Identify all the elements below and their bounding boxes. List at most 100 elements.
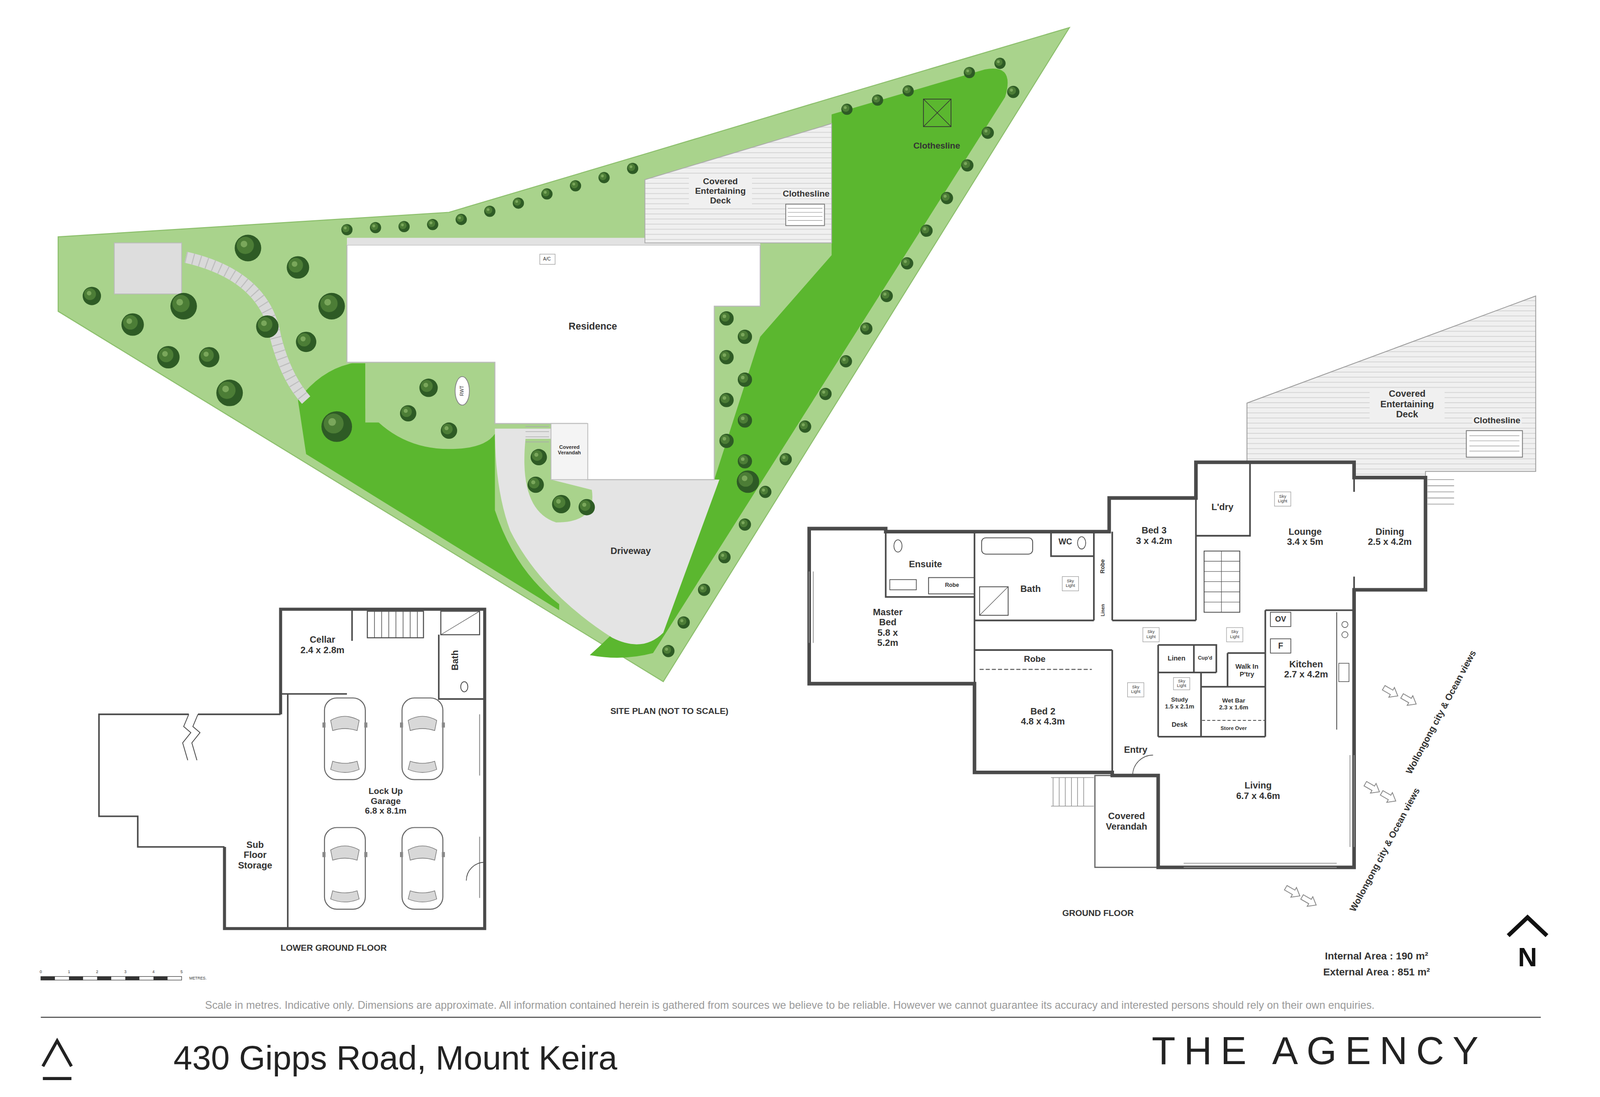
room-box: Bed 33 x 4.2m — [1123, 520, 1185, 551]
room-box: Kitchen2.7 x 4.2m — [1277, 654, 1335, 685]
room-name: Covered Verandah — [1097, 810, 1157, 832]
room-name: Bed 3 — [1141, 525, 1168, 536]
room-box: Covered Entertaining Deck — [688, 170, 752, 212]
room-name: Sub Floor Storage — [233, 839, 277, 871]
room-dimension: 2.7 x 4.2m — [1283, 669, 1329, 680]
room-box: Walk In P'try — [1228, 656, 1266, 685]
room-name: Bed 2 — [1029, 706, 1056, 717]
label-anchor: Sky Light — [1063, 578, 1078, 589]
room-box: Study1.5 x 2.1m — [1161, 693, 1198, 713]
label-anchor: Sky Light — [1128, 684, 1143, 695]
label-anchor: RWT — [459, 385, 465, 397]
room-box: Covered Verandah — [1097, 805, 1157, 837]
room-name: Covered Verandah — [551, 444, 588, 456]
label-anchor: Clothesline — [781, 188, 831, 199]
room-box: Bath — [448, 641, 462, 679]
view-note: Wollongong city & Ocean views — [1347, 786, 1422, 914]
skylight-label: Sky Light — [1130, 684, 1141, 695]
room-box: Robe — [1098, 549, 1108, 584]
room-dimension: 3 x 4.2m — [1135, 535, 1173, 547]
scale-number: 0 — [39, 969, 43, 975]
scale-number: 4 — [152, 969, 155, 975]
label-anchor: External Area : 851 m² — [1322, 966, 1430, 979]
room-box: Covered Entertaining Deck — [1369, 381, 1446, 427]
room-name: Cup'd — [1197, 655, 1213, 662]
room-dimension: 2.3 x 1.6m — [1218, 704, 1249, 711]
room-name: Living — [1244, 780, 1273, 791]
room-box: Robe — [1014, 652, 1056, 667]
room-box: F — [1271, 640, 1290, 653]
tank-label: RWT — [459, 385, 465, 397]
plan-heading: LOWER GROUND FLOOR — [280, 943, 387, 953]
skylight-label: Sky Light — [1230, 629, 1240, 640]
scale-number: 5 — [180, 969, 183, 975]
room-name: Linen — [1167, 654, 1186, 662]
area-label: Driveway — [610, 545, 651, 556]
address-title: 430 Gipps Road, Mount Keira — [173, 1038, 618, 1077]
room-dimension: 2.5 x 4.2m — [1367, 536, 1413, 548]
scale-unit: METRES. — [189, 976, 207, 981]
room-dimension: 1.5 x 2.1m — [1164, 703, 1195, 710]
room-name: Robe — [944, 582, 960, 589]
room-dimension: 3.4 x 5m — [1286, 536, 1324, 548]
label-anchor: Clothesline — [1472, 415, 1522, 426]
label-anchor: SITE PLAN (NOT TO SCALE) — [610, 706, 729, 716]
label-anchor: LOWER GROUND FLOOR — [280, 943, 387, 953]
label-anchor: GROUND FLOOR — [1062, 908, 1134, 918]
room-dimension: 4.8 x 4.3m — [1020, 716, 1066, 727]
label-anchor: 0 — [39, 970, 43, 975]
room-name: OV — [1274, 615, 1287, 624]
compass-letter: N — [1518, 941, 1538, 972]
label-anchor: Clothesline — [913, 141, 960, 151]
room-name: Kitchen — [1288, 659, 1324, 670]
room-box: OV — [1271, 613, 1290, 626]
room-box: Linen — [1161, 651, 1192, 665]
room-name: Bath — [1019, 583, 1042, 595]
room-name: Robe — [1099, 558, 1107, 574]
plan-heading: SITE PLAN (NOT TO SCALE) — [610, 706, 729, 716]
label-anchor: Wollongong city & Ocean views — [1403, 648, 1478, 776]
room-name: Study — [1170, 696, 1189, 704]
skylight-label: Sky Light — [1278, 493, 1288, 504]
room-dimension: 6.7 x 4.6m — [1235, 790, 1281, 802]
room-name: Robe — [1023, 654, 1047, 664]
label-anchor: 430 Gipps Road, Mount Keira — [173, 1039, 618, 1078]
label-anchor: 3 — [124, 970, 127, 975]
scale-number: 3 — [124, 969, 127, 975]
room-box: Covered Verandah — [551, 438, 588, 462]
room-box: Lock Up Garage6.8 x 8.1m — [364, 780, 407, 822]
label-anchor: 2 — [96, 970, 99, 975]
label-anchor: METRES. — [189, 976, 207, 982]
label-anchor: 4 — [152, 970, 155, 975]
room-box: L'dry — [1205, 499, 1240, 516]
room-box: Wet Bar2.3 x 1.6m — [1205, 693, 1263, 716]
area-label: Clothesline — [781, 188, 831, 199]
room-box: Linen — [1098, 601, 1108, 620]
skylight-label: Sky Light — [1146, 629, 1156, 640]
room-name: Store Over — [1220, 725, 1248, 732]
room-name: Cellar — [309, 634, 336, 646]
label-anchor: Sky Light — [1275, 494, 1290, 504]
room-box: Sub Floor Storage — [233, 831, 277, 879]
area-summary: Internal Area : 190 m² — [1324, 949, 1429, 962]
room-name: Wet Bar — [1221, 697, 1246, 704]
plan-heading: GROUND FLOOR — [1062, 908, 1134, 918]
area-summary: External Area : 851 m² — [1322, 966, 1430, 978]
room-name: Master Bed — [866, 607, 909, 628]
room-box: Lounge3.4 x 5m — [1272, 521, 1339, 553]
room-box: Cup'd — [1194, 651, 1216, 665]
room-box: Desk — [1162, 719, 1197, 730]
disclaimer: Scale in metres. Indicative only. Dimens… — [205, 999, 1375, 1012]
label-anchor: N — [1518, 942, 1538, 972]
room-name: Residence — [568, 320, 618, 332]
view-note: Wollongong city & Ocean views — [1403, 648, 1478, 776]
label-anchor: A/C — [543, 256, 551, 262]
room-name: Covered Entertaining Deck — [1369, 388, 1446, 420]
skylight-label: Sky Light — [1177, 678, 1187, 689]
room-dimension: 6.8 x 8.1m — [364, 805, 407, 816]
label-anchor: Scale in metres. Indicative only. Dimens… — [205, 999, 1375, 1012]
label-anchor: Internal Area : 190 m² — [1324, 950, 1429, 962]
room-name: Entry — [1123, 744, 1148, 756]
